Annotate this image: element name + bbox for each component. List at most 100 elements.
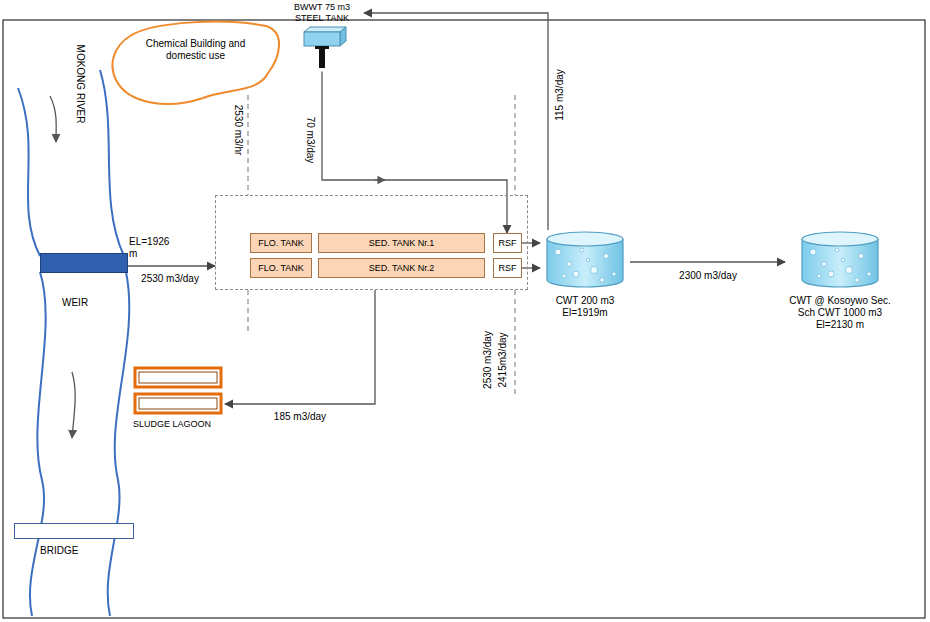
flow-rate: 2530 m3/hr	[232, 104, 244, 157]
drawing-part	[600, 278, 604, 282]
section-line	[514, 290, 515, 395]
drawing-part	[319, 46, 325, 68]
process-box: SED. TANK Nr.1	[318, 233, 485, 253]
drawing-part	[280, 24, 364, 72]
drawing-part	[544, 230, 626, 290]
drawing-part	[799, 230, 881, 290]
river-bank	[100, 70, 124, 256]
drawing-part	[304, 27, 346, 32]
flow-connector	[128, 265, 215, 266]
filter-box: RSF	[493, 233, 522, 253]
flow-connector	[225, 290, 375, 404]
steel-tank: BWWT 75 m3 STEEL TANK	[280, 2, 364, 72]
node-text: CWT 200 m3 El=1919m	[540, 295, 630, 319]
flow-rate: 115 m3/day	[554, 68, 566, 122]
drawing-part	[604, 254, 609, 259]
drawing-part	[586, 258, 590, 262]
drawing-part	[612, 272, 616, 276]
drawing-part	[841, 258, 845, 262]
drawing-part	[855, 278, 859, 282]
filter-box: RSF	[493, 258, 522, 278]
drawing-part	[555, 249, 561, 255]
drawing-part	[817, 274, 821, 278]
flow-rate: 185 m3/day	[273, 411, 327, 423]
flow-arrow	[72, 372, 75, 438]
section-line	[247, 95, 248, 195]
weir-bar	[40, 253, 128, 273]
drawing-part	[867, 272, 871, 276]
drawing-part	[573, 271, 579, 277]
tank-symbol	[280, 24, 364, 72]
flow-connector	[522, 267, 540, 268]
drawing-part	[139, 398, 217, 409]
process-box: SED. TANK Nr.2	[318, 258, 485, 278]
drawing-part	[835, 248, 839, 252]
section-line	[247, 290, 248, 335]
drawing-part	[112, 22, 279, 104]
water-tank: CWT @ Kosoywo Sec. Sch CWT 1000 m3 El=21…	[785, 230, 895, 331]
bridge-deck	[14, 523, 134, 539]
drawing-part	[108, 18, 283, 108]
flow-rate: 2300 m3/day	[678, 270, 738, 282]
section-line	[514, 95, 515, 195]
drawing-part	[828, 271, 834, 277]
node-text: FLO. TANK	[258, 238, 304, 249]
river-bank	[30, 272, 46, 616]
process-box: FLO. TANK	[250, 258, 312, 278]
flow-rate: 2415m3/day	[497, 331, 509, 388]
drawing-part	[304, 32, 340, 46]
tank-symbol	[785, 230, 895, 290]
river-bank	[18, 88, 40, 256]
node-text: WEIR	[40, 297, 128, 309]
frame-border	[3, 20, 925, 618]
tank-symbol	[540, 230, 630, 290]
flow-rate: 70 m3/day	[304, 116, 316, 165]
process-box: FLO. TANK	[250, 233, 312, 253]
flow-rate: 2530 m3/day	[140, 273, 200, 285]
flow-connector	[322, 72, 507, 233]
flow-arrow	[50, 96, 56, 142]
node-text: CWT @ Kosoywo Sec. Sch CWT 1000 m3 El=21…	[785, 295, 895, 331]
node-text: FLO. TANK	[258, 263, 304, 274]
node-text: SLUDGE LAGOON	[133, 419, 225, 430]
drawing-part	[315, 46, 329, 49]
drawing-part	[810, 249, 816, 255]
node-text: Chemical Building and domestic use	[140, 38, 252, 62]
drawing-part	[133, 366, 225, 416]
drawing-part	[139, 372, 217, 383]
drawing-part	[135, 368, 221, 387]
flow-connector	[522, 242, 540, 243]
treatment-group: FLO. TANKSED. TANK Nr.1RSFFLO. TANKSED. …	[215, 195, 528, 290]
node-text: SED. TANK Nr.1	[369, 238, 435, 249]
flow-connector	[630, 261, 785, 262]
node-text: SED. TANK Nr.2	[369, 263, 435, 274]
drawing-part	[822, 262, 827, 267]
sludge-lagoon: SLUDGE LAGOON	[133, 366, 225, 430]
river-bank	[108, 272, 130, 616]
node-text: RSF	[499, 263, 517, 274]
drawing-part	[567, 262, 572, 267]
node-text: BWWT 75 m3 STEEL TANK	[280, 2, 364, 24]
building-outline: Chemical Building and domestic use	[108, 18, 283, 108]
drawing-part	[802, 232, 878, 246]
weir-structure: WEIR	[40, 253, 128, 309]
flow-connector	[364, 13, 548, 230]
node-text: RSF	[499, 238, 517, 249]
drawing-part	[859, 254, 864, 259]
drawing-part	[547, 232, 623, 246]
bridge-structure: BRIDGE	[14, 523, 134, 557]
drawing-part	[562, 274, 566, 278]
drawing-part	[591, 267, 598, 274]
drawing-part	[135, 394, 221, 413]
node-text: BRIDGE	[14, 545, 134, 557]
flow-rate: 2530 m3/day	[482, 330, 494, 390]
elevation-note: EL=1926 m	[128, 236, 176, 260]
drawing-part	[340, 27, 346, 46]
water-tank: CWT 200 m3 El=1919m	[540, 230, 630, 319]
drawing-part	[846, 267, 853, 274]
lagoon-symbol	[133, 366, 225, 416]
drawing-part	[580, 248, 584, 252]
river-name: MOKONG RIVER	[74, 44, 86, 125]
